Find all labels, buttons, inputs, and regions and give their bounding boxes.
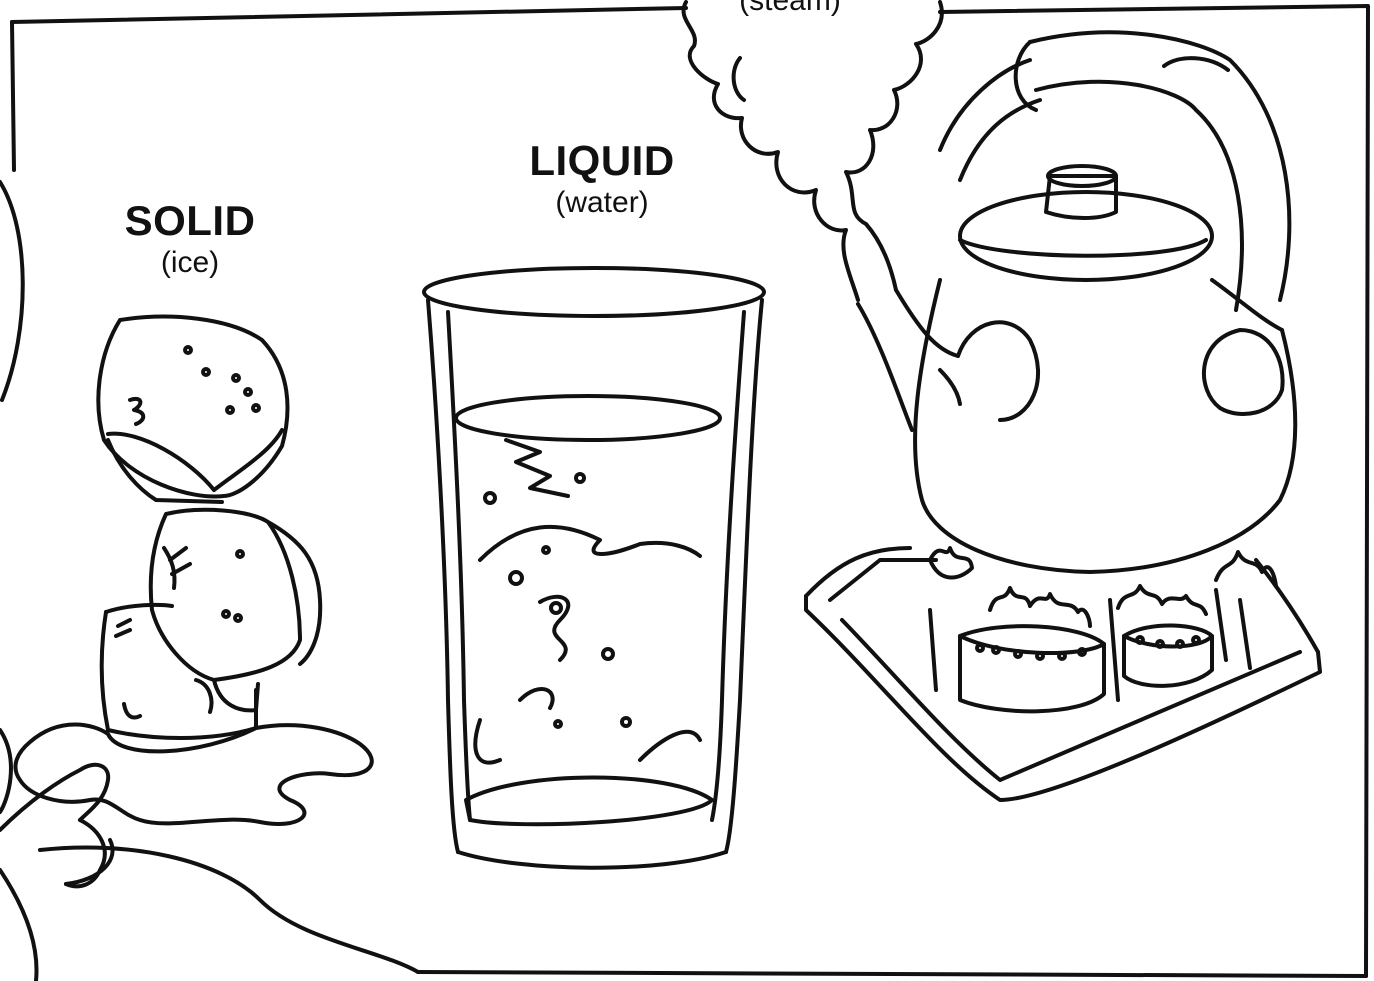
solid-title: SOLID — [90, 200, 290, 242]
ice-cubes-icon — [15, 317, 371, 824]
liquid-subtitle: (water) — [492, 188, 712, 218]
solid-subtitle: (ice) — [90, 248, 290, 278]
liquid-title: LIQUID — [492, 140, 712, 182]
liquid-label: LIQUID (water) — [492, 140, 712, 218]
stove-icon — [806, 548, 1320, 800]
solid-label: SOLID (ice) — [90, 200, 290, 278]
kettle-icon — [858, 32, 1295, 572]
hand-icon — [0, 182, 418, 981]
water-glass-icon — [424, 268, 764, 868]
gas-subtitle: (steam) — [700, 0, 880, 16]
steam-cloud-icon — [684, 2, 942, 300]
